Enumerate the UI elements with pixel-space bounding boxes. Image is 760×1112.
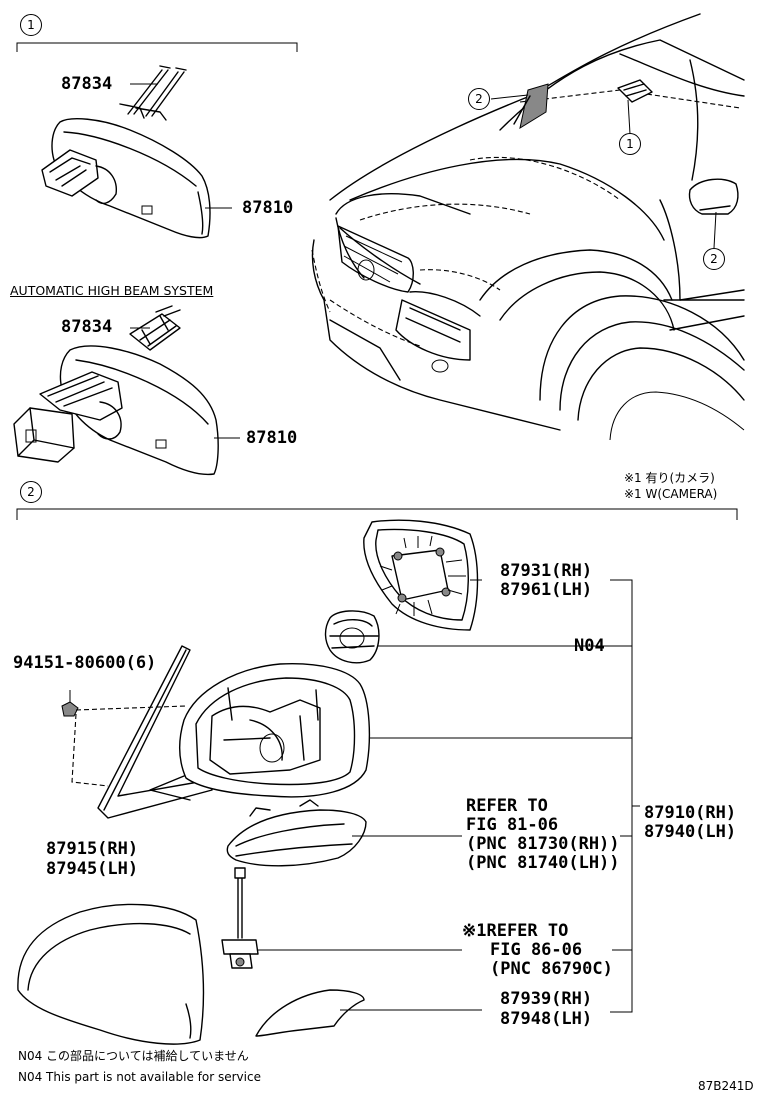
part-87948-label: 87948(LH) (500, 1009, 593, 1029)
camera-drawing (221, 867, 259, 969)
mirror-cover-87915-drawing (17, 903, 205, 1045)
ref-fig81-line3: (PNC 81730(RH)) (466, 834, 620, 854)
callout-1-roof: 1 (619, 133, 641, 155)
part-87910-label: 87910(RH) (644, 803, 737, 823)
part-87810-a-label: 87810 (242, 198, 294, 218)
n04-note-en: N04 This part is not available for servi… (18, 1070, 261, 1084)
n04-actuator-drawing (324, 610, 380, 664)
callout-2-mirror: 2 (703, 248, 725, 270)
drawing-id: 87B241D (698, 1079, 754, 1093)
section-marker-1: 1 (20, 14, 42, 36)
label-leaders (69, 83, 640, 1013)
callout-2-windshield: 2 (468, 88, 490, 110)
section-2-bracket (16, 508, 738, 520)
part-87939-label: 87939(RH) (500, 989, 593, 1009)
part-87945-label: 87945(LH) (46, 859, 139, 879)
turn-lamp-drawing (226, 799, 367, 867)
inner-mirror-87810-b-drawing (13, 345, 219, 476)
mirror-glass-drawing (363, 519, 479, 631)
ref-fig86-line1: ※1REFER TO (462, 921, 569, 941)
inner-mirror-87810-a-drawing (41, 118, 211, 239)
part-87961-label: 87961(LH) (500, 580, 593, 600)
vehicle-drawing (311, 13, 745, 441)
camera-note-en: ※1 W(CAMERA) (624, 487, 718, 501)
auto-high-beam-caption: AUTOMATIC HIGH BEAM SYSTEM (10, 283, 214, 298)
part-87931-label: 87931(RH) (500, 561, 593, 581)
camera-note-jp: ※1 有り(カメラ) (624, 471, 715, 485)
n04-note-jp: N04 この部品については補給していません (18, 1049, 249, 1063)
mirror-gasket-drawing (97, 645, 213, 819)
mirror-housing-87910-drawing (149, 662, 371, 801)
callout-leaders (490, 94, 717, 249)
screw-94151-drawing (61, 701, 187, 787)
part-n04-label: N04 (574, 636, 605, 656)
cover-trim-87939-drawing (255, 989, 365, 1037)
part-87834-b-label: 87834 (61, 317, 113, 337)
clip-87834-b-drawing (129, 305, 181, 351)
section-marker-2: 2 (20, 481, 42, 503)
section-1-bracket (16, 42, 298, 52)
part-87810-b-label: 87810 (246, 428, 298, 448)
ref-fig86-line3: (PNC 86790C) (490, 959, 613, 979)
part-87834-a-label: 87834 (61, 74, 113, 94)
clip-87834-a-drawing (119, 65, 187, 121)
part-87915-label: 87915(RH) (46, 839, 139, 859)
ref-fig81-line4: (PNC 81740(LH)) (466, 853, 620, 873)
ref-fig81-line2: FIG 81-06 (466, 815, 559, 835)
part-87940-label: 87940(LH) (644, 822, 737, 842)
ref-fig86-line2: FIG 86-06 (490, 940, 583, 960)
ref-fig81-line1: REFER TO (466, 796, 548, 816)
part-94151-label: 94151-80600(6) (13, 653, 157, 673)
